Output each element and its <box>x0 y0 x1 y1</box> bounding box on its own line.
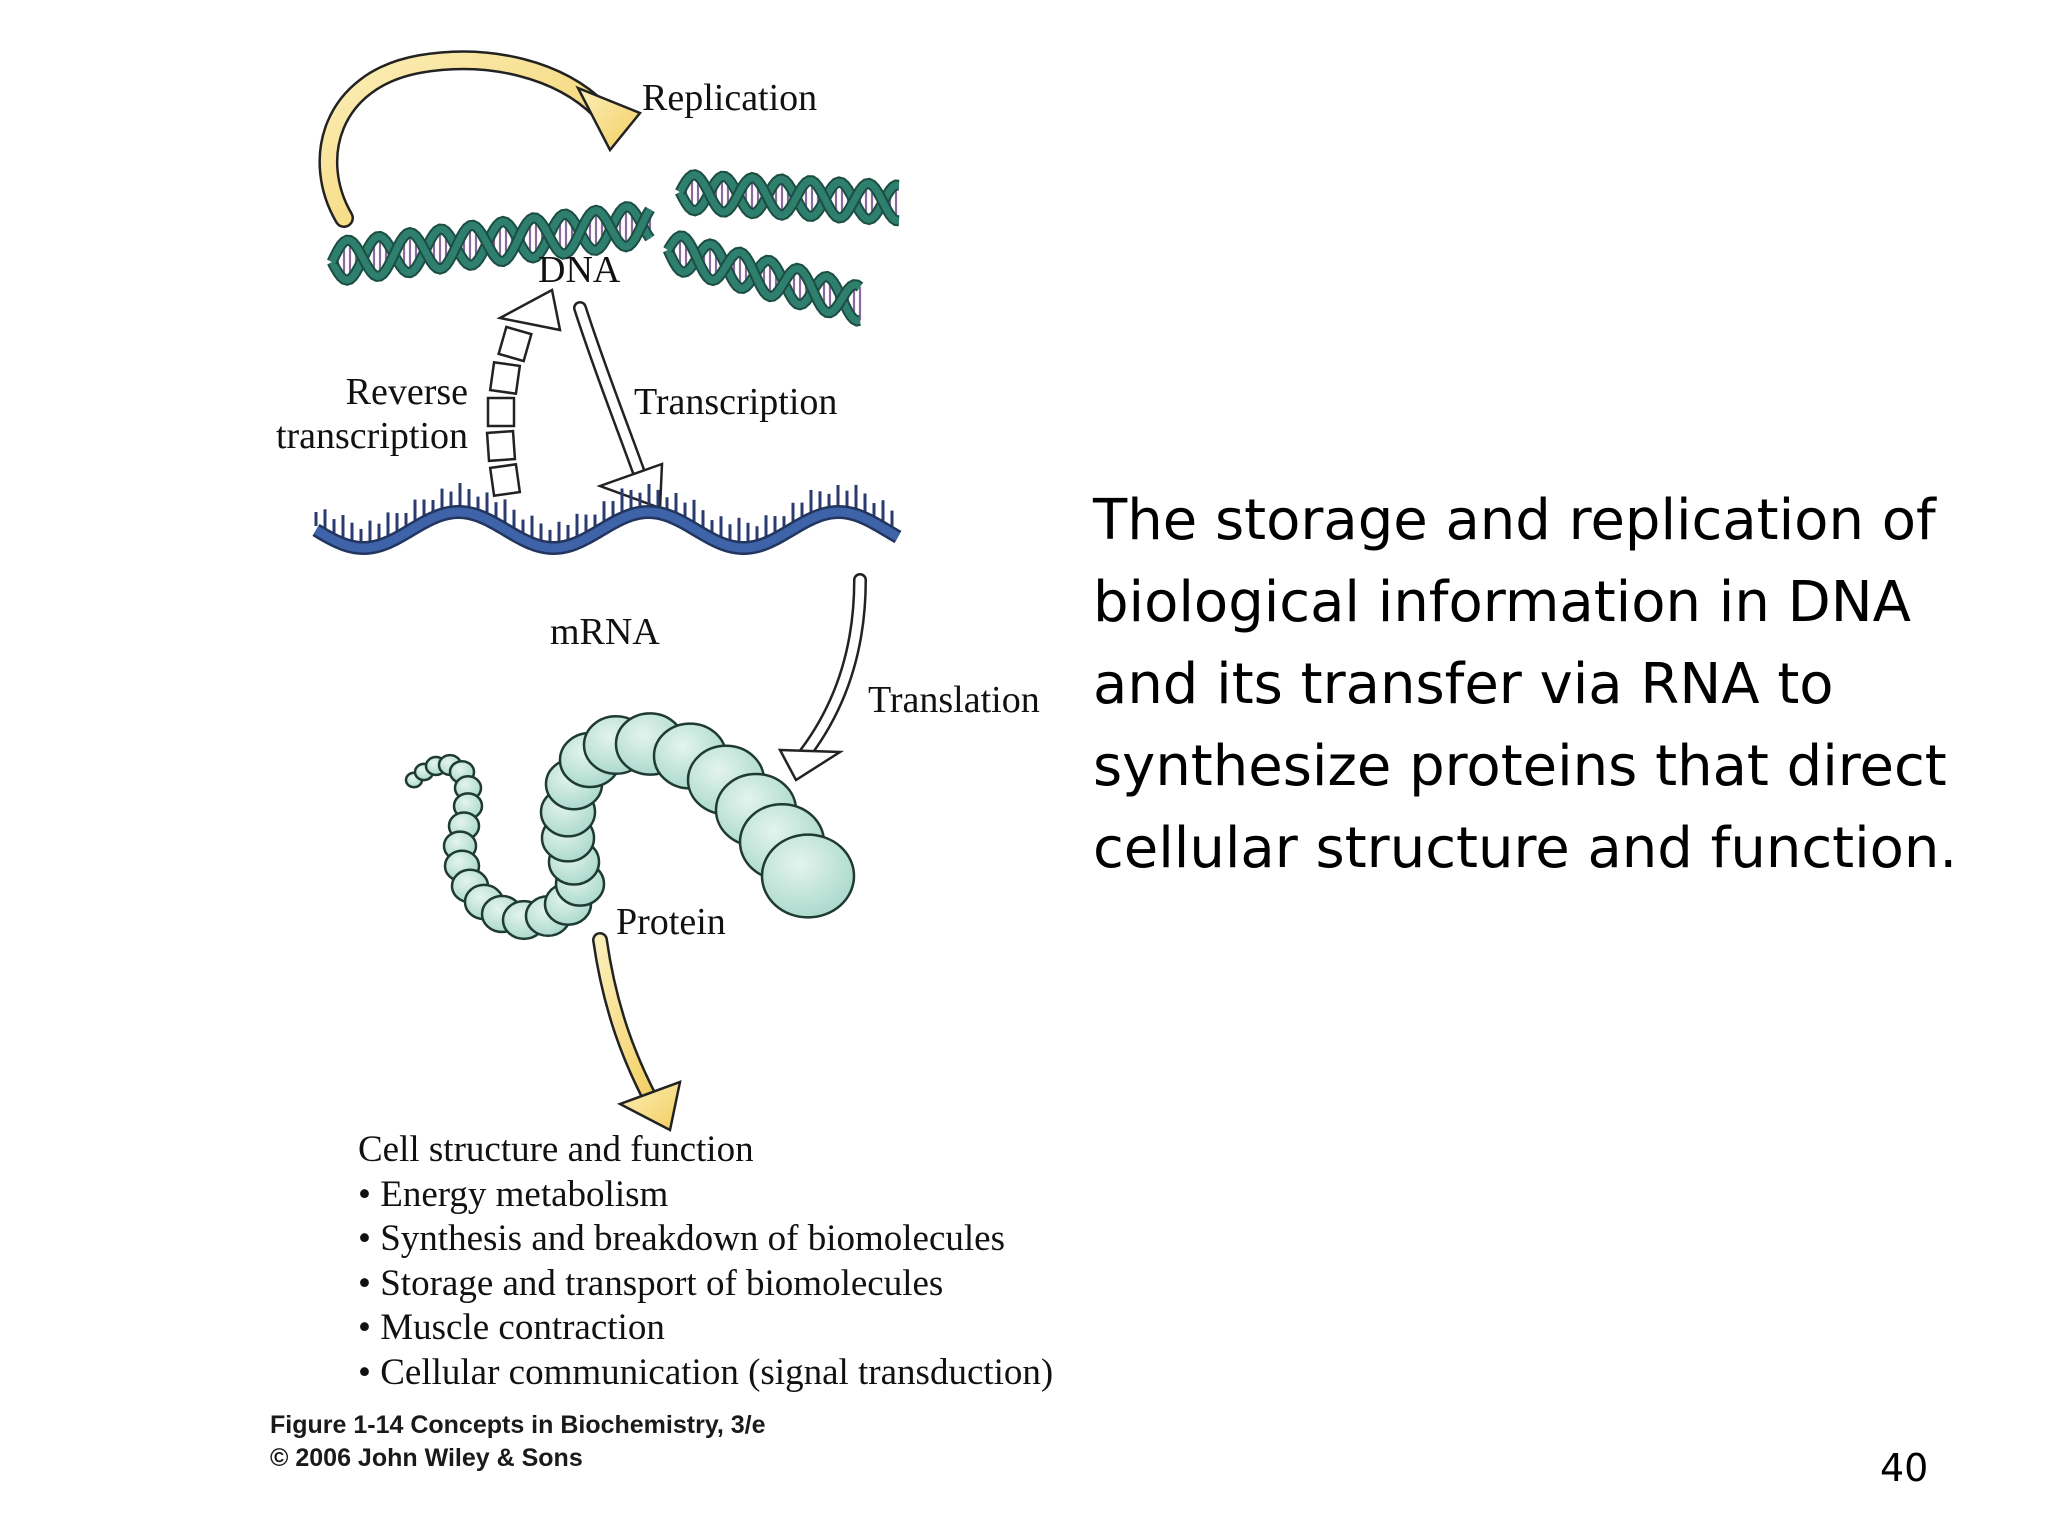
mrna-strand <box>312 483 902 556</box>
list-item: Synthesis and breakdown of biomolecules <box>358 1217 1053 1262</box>
list-item: Storage and transport of biomolecules <box>358 1262 1053 1307</box>
translation-label: Translation <box>868 679 1040 721</box>
cell-function-heading: Cell structure and function <box>358 1129 754 1170</box>
dna-double-helix <box>327 169 900 327</box>
replication-arrow <box>318 50 643 228</box>
page-number: 40 <box>1880 1446 1929 1490</box>
replication-label: Replication <box>642 77 817 119</box>
slide-caption: The storage and replication of biologica… <box>1093 488 1958 881</box>
transcription-arrow <box>573 301 664 510</box>
reverse-transcription-arrow <box>485 288 562 498</box>
central-dogma-diagram: Replication DNA Reverse transcription Tr… <box>276 50 1040 1132</box>
reverse-transcription-label-line1: Reverse <box>346 371 468 413</box>
list-item: Muscle contraction <box>358 1306 1053 1351</box>
figure-credit-line2: © 2006 John Wiley & Sons <box>270 1444 583 1472</box>
function-arrow <box>592 932 682 1132</box>
translation-arrow <box>777 573 867 782</box>
figure-credit: Figure 1-14 Concepts in Biochemistry, 3/… <box>270 1409 766 1475</box>
protein-chain <box>404 712 856 941</box>
list-item: Cellular communication (signal transduct… <box>358 1351 1053 1396</box>
protein-label: Protein <box>616 901 726 943</box>
mrna-label: mRNA <box>550 611 660 653</box>
dna-label: DNA <box>538 249 621 291</box>
transcription-label: Transcription <box>634 381 837 423</box>
figure-credit-line1: Figure 1-14 Concepts in Biochemistry, 3/… <box>270 1411 766 1439</box>
reverse-transcription-label-line2: transcription <box>276 415 468 457</box>
cell-function-list: Cell structure and function Energy metab… <box>358 1128 1053 1395</box>
list-item: Energy metabolism <box>358 1173 1053 1218</box>
